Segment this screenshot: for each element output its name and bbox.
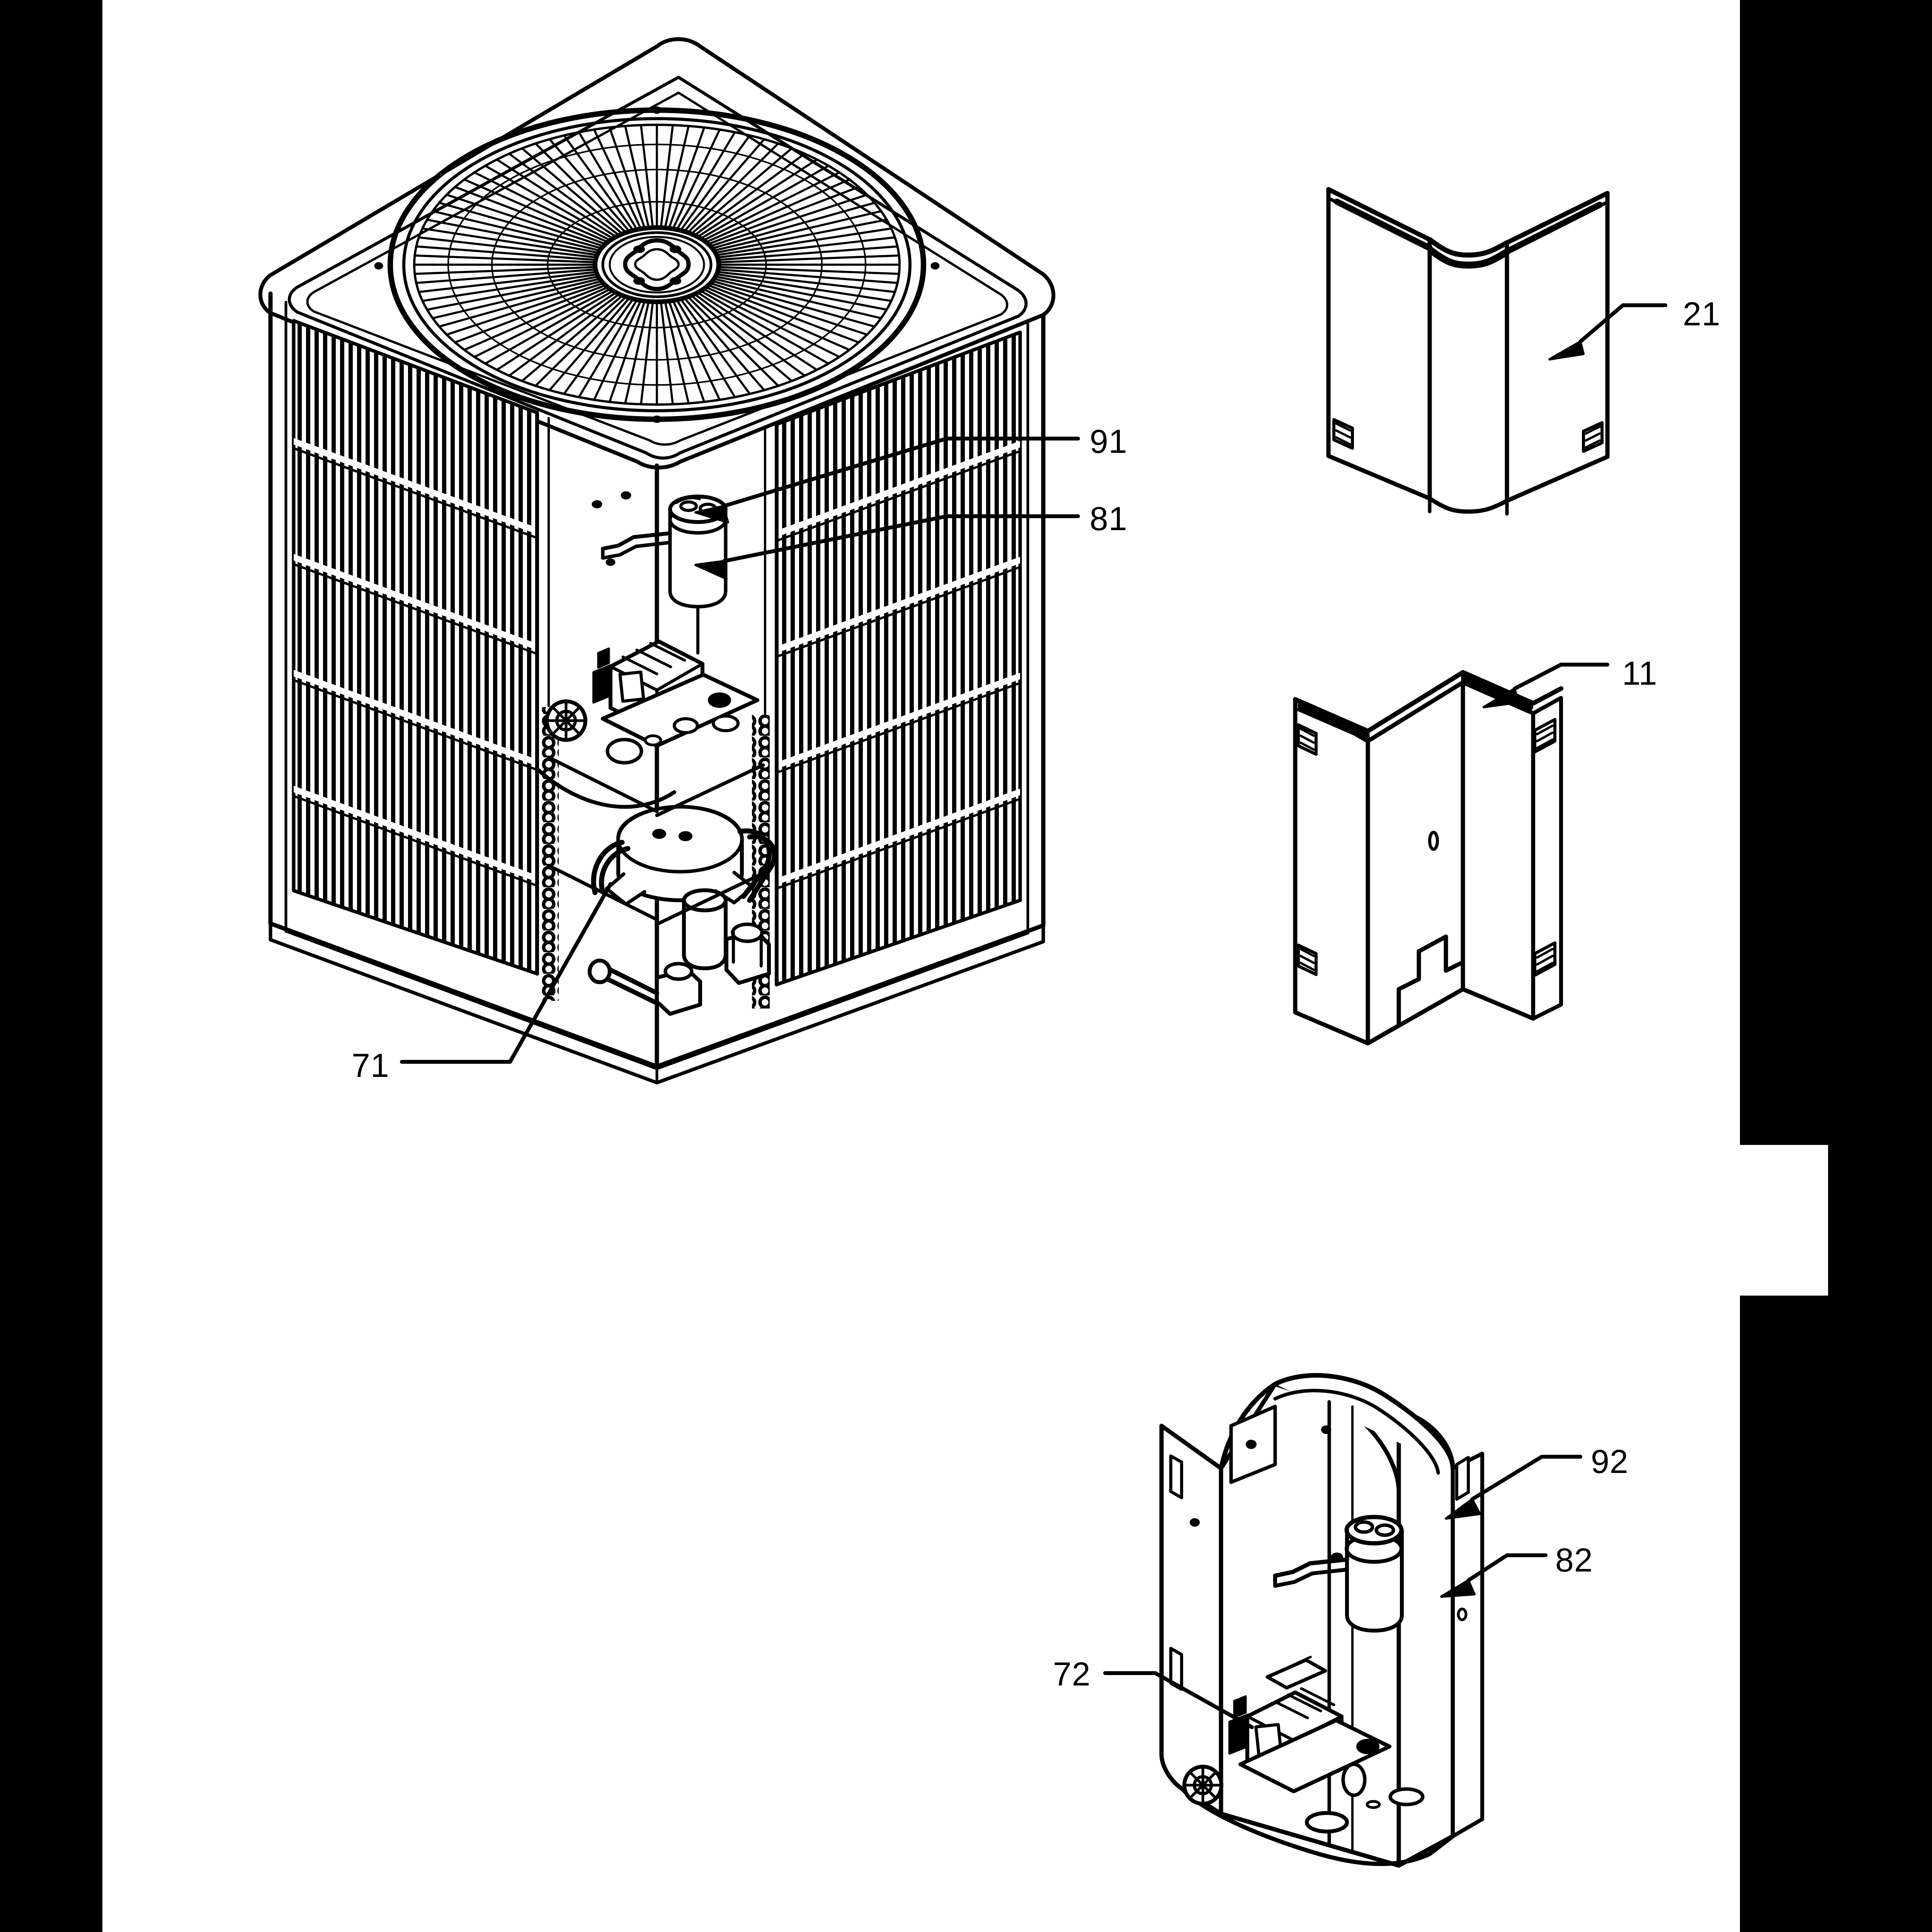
callout-label-11: 11 <box>1622 655 1658 692</box>
main-unit-assembly <box>258 37 1056 1085</box>
callout-label-92: 92 <box>1591 1443 1629 1480</box>
leader-71 <box>400 882 612 1064</box>
callout-label-82: 82 <box>1555 1542 1593 1579</box>
leader-72 <box>1103 1671 1254 1729</box>
leader-91 <box>721 437 1080 508</box>
callout-label-21: 21 <box>1683 296 1721 333</box>
callout-leader-11 <box>1483 663 1609 708</box>
callout-label-71: 71 <box>352 1047 389 1084</box>
callout-label-72: 72 <box>1053 1656 1091 1693</box>
main-unit-interior <box>535 491 777 1016</box>
callout-label-81: 81 <box>1090 500 1128 537</box>
corner-access-panel <box>1326 187 1610 516</box>
leader-82 <box>1466 1553 1548 1582</box>
left-black-margin <box>0 0 102 1932</box>
right-margin-white-notch <box>1740 1145 1828 1296</box>
right-black-margin <box>1740 0 1932 1932</box>
run-capacitor-control-box <box>1344 1515 1404 1633</box>
leader-92 <box>1470 1455 1582 1501</box>
left-coil-grille <box>292 319 550 980</box>
wire-grommet <box>545 699 587 742</box>
control-box-assembly <box>1159 1373 1484 1868</box>
right-coil-grille <box>764 330 1022 991</box>
callout-leaders <box>400 437 1582 1729</box>
callout-label-91: 91 <box>1090 423 1128 460</box>
fan-shroud <box>258 37 1056 469</box>
callout-leader-21 <box>1548 303 1667 361</box>
cabinet-body <box>268 291 1046 1085</box>
wire-grommet-control-box <box>1182 1765 1223 1806</box>
control-box-bracket <box>1293 670 1563 1046</box>
service-valves <box>588 922 771 1016</box>
leader-81 <box>722 514 1080 563</box>
